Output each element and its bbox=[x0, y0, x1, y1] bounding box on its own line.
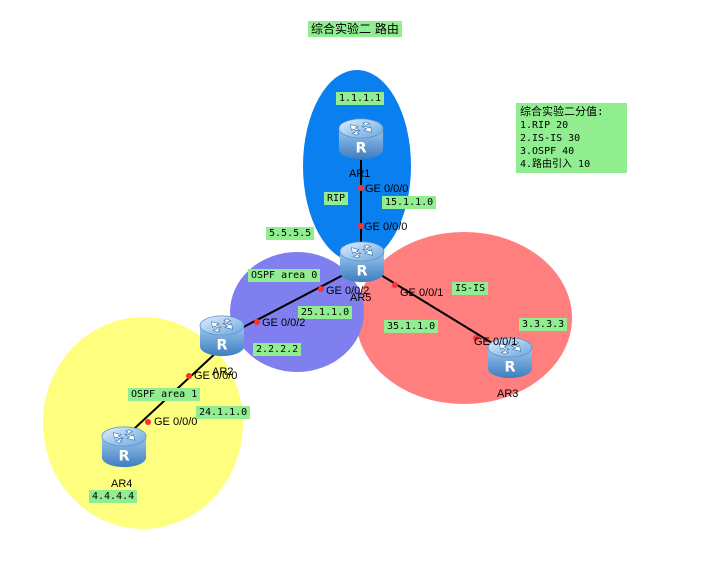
net-24-label: 24.1.1.0 bbox=[196, 406, 251, 419]
ar2-name: AR2 bbox=[212, 366, 234, 378]
ar5-port-g000: GE 0/0/0 bbox=[364, 221, 408, 233]
diagram-title: 综合实验二 路由 bbox=[308, 21, 402, 37]
port-dot-ar2-g002 bbox=[254, 319, 260, 325]
router-ar5-icon[interactable] bbox=[339, 241, 385, 283]
score-box: 综合实验二分值: 1.RIP 20 2.IS-IS 30 3.OSPF 40 4… bbox=[516, 103, 627, 173]
score-heading: 综合实验二分值: bbox=[520, 105, 604, 118]
ar2-port-g002: GE 0/0/2 bbox=[262, 317, 306, 329]
port-dot-ar5-g000 bbox=[358, 223, 364, 229]
ar4-name: AR4 bbox=[111, 478, 133, 490]
ospf-area1-label: OSPF area 1 bbox=[128, 388, 201, 401]
ar5-name: AR5 bbox=[350, 292, 372, 304]
ar1-port-g000: GE 0/0/0 bbox=[365, 183, 409, 195]
port-dot-ar1-g000 bbox=[358, 185, 364, 191]
score-item-isis: 2.IS-IS 30 bbox=[520, 133, 581, 144]
router-ar4-icon[interactable] bbox=[101, 426, 147, 468]
rip-region bbox=[303, 70, 411, 262]
rip-area-label: RIP bbox=[324, 192, 349, 205]
ar3-router-id: 3.3.3.3 bbox=[519, 318, 568, 331]
link-ar5-ar2 bbox=[233, 271, 350, 333]
router-ar1-icon[interactable] bbox=[338, 118, 384, 160]
port-dot-ar2-g000 bbox=[186, 373, 192, 379]
port-dot-ar4-g000 bbox=[145, 419, 151, 425]
ar2-router-id: 2.2.2.2 bbox=[253, 343, 302, 356]
ospf-area1-region bbox=[43, 317, 243, 529]
ar4-port-g000: GE 0/0/0 bbox=[154, 416, 198, 428]
router-ar2-icon[interactable] bbox=[199, 315, 245, 357]
ospf-area0-label: OSPF area 0 bbox=[248, 269, 321, 282]
ar4-router-id: 4.4.4.4 bbox=[89, 490, 138, 503]
net-15-label: 15.1.1.0 bbox=[382, 196, 437, 209]
port-dot-ar5-g002 bbox=[318, 286, 324, 292]
ar1-name: AR1 bbox=[349, 168, 371, 180]
ar5-port-g001: GE 0/0/1 bbox=[400, 287, 444, 299]
ar5-port-g002: GE 0/0/2 bbox=[326, 285, 370, 297]
score-item-rip: 1.RIP 20 bbox=[520, 120, 569, 131]
ar3-port-g001: GE 0/0/1 bbox=[474, 336, 518, 348]
ar5-router-id: 5.5.5.5 bbox=[266, 227, 315, 240]
ar2-port-g000: GE 0/0/0 bbox=[194, 370, 238, 382]
ar1-router-id: 1.1.1.1 bbox=[336, 92, 385, 105]
score-item-import: 4.路由引入 10 bbox=[520, 159, 591, 170]
port-dot-ar5-g001 bbox=[392, 282, 398, 288]
isis-area-label: IS-IS bbox=[452, 282, 489, 295]
net-25-label: 25.1.1.0 bbox=[298, 306, 353, 319]
net-35-label: 35.1.1.0 bbox=[384, 320, 439, 333]
score-item-ospf: 3.OSPF 40 bbox=[520, 146, 575, 157]
port-dot-ar3-g001 bbox=[473, 335, 479, 341]
ar3-name: AR3 bbox=[497, 388, 519, 400]
